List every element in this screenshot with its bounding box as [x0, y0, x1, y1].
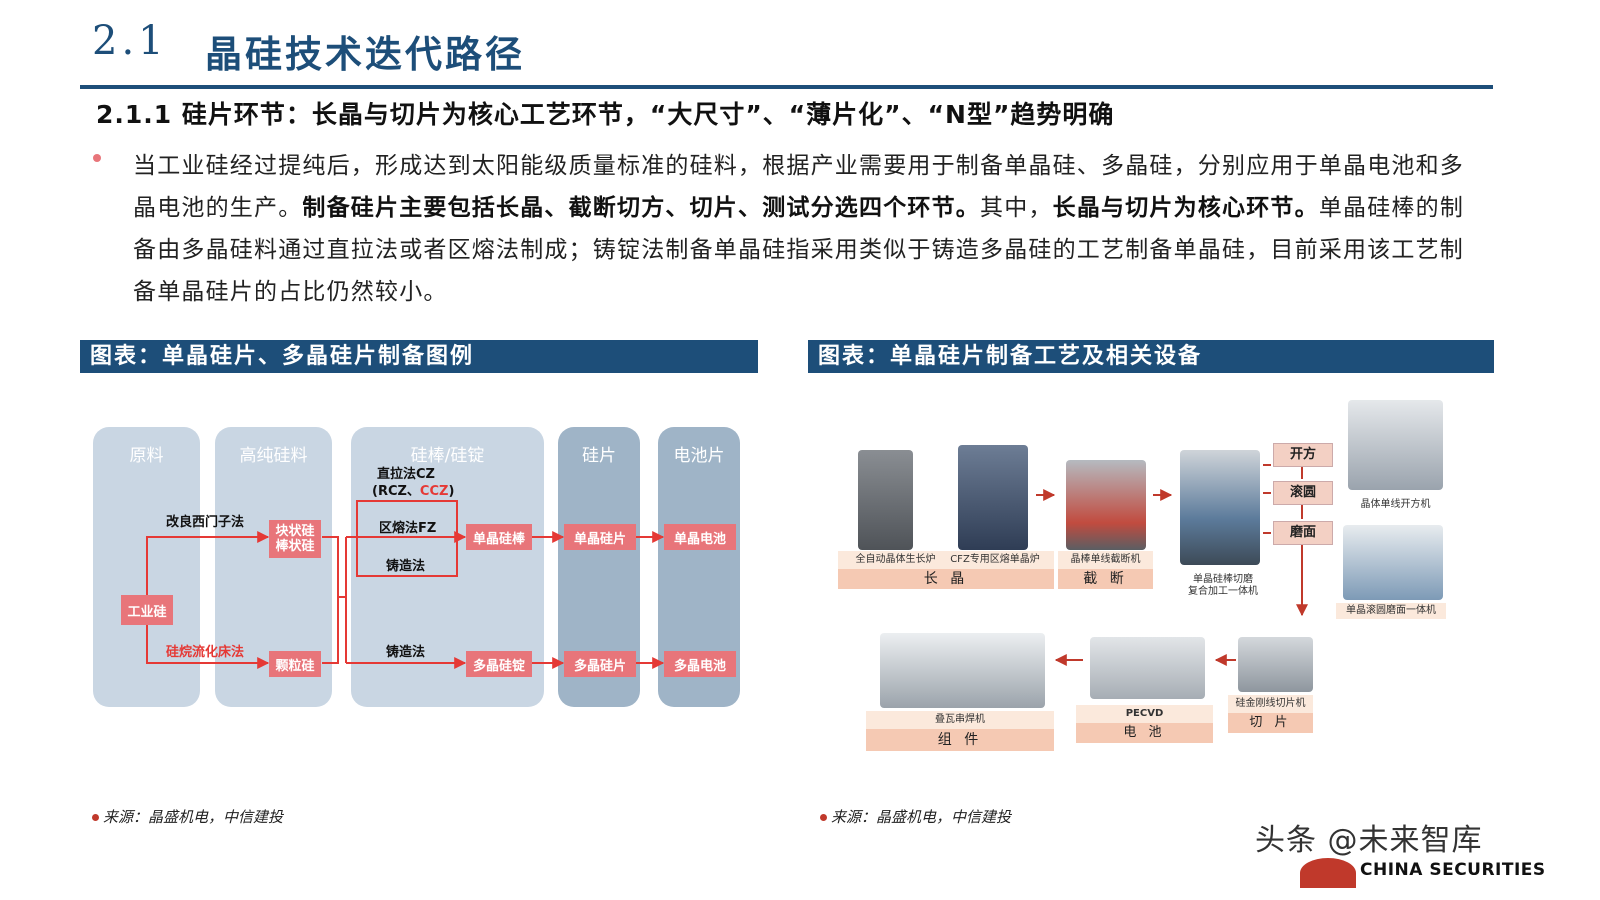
- brand-logo-mark: [1300, 858, 1356, 888]
- figure-left-source-text: 来源：晶盛机电，中信建投: [103, 808, 284, 826]
- machine-stringer: [880, 633, 1045, 708]
- watermark-text: 头条 @未来智库: [1255, 823, 1483, 858]
- machine-cfz-furnace: [958, 445, 1028, 550]
- cap-cfz-furnace: CFZ专用区熔单晶炉: [936, 551, 1054, 569]
- machine-wire-saw: [1238, 637, 1313, 692]
- cap-stringer: 叠瓦串焊机: [866, 711, 1054, 729]
- para-text-1: 当工业硅经过提纯后，形成达到太阳能级质量标准的硅料，根据产业需要用于制备单晶硅、…: [133, 153, 1464, 221]
- figure-right-diagram: 全自动晶体生长炉 CFZ专用区熔单晶炉 长 晶 晶棒单线截断机 截 断 单晶硅棒…: [808, 375, 1494, 775]
- cap-cropping: 晶棒单线截断机: [1058, 551, 1153, 569]
- machine-squaring: [1348, 400, 1443, 490]
- box-chunk-silicon: 块状硅 棒状硅: [269, 520, 321, 558]
- cap-pecvd: PECVD: [1076, 705, 1213, 723]
- step-squaring: 开方: [1273, 443, 1333, 467]
- machine-grind-compound: [1180, 450, 1260, 565]
- label-fz: 区熔法FZ: [379, 521, 437, 536]
- bullet-dot: [93, 154, 101, 162]
- box-industrial-silicon: 工业硅: [121, 595, 173, 625]
- box-poly-wafer: 多晶硅片: [564, 651, 636, 677]
- cap-wire-saw: 硅金刚线切片机: [1228, 695, 1313, 713]
- equipment-arrows: [1036, 464, 1308, 666]
- figure-right-source-text: 来源：晶盛机电，中信建投: [831, 808, 1012, 826]
- label-cast-poly: 铸造法: [386, 645, 426, 660]
- box-poly-cell: 多晶电池: [664, 651, 736, 677]
- source-dot-right: [820, 814, 827, 821]
- section-number: 2.1: [92, 18, 168, 64]
- step-rounding: 滚圆: [1273, 481, 1333, 505]
- stage-grow: 长 晶: [838, 569, 1054, 589]
- para-text-2: 其中，: [980, 195, 1053, 221]
- para-text-3: 单晶硅棒的制备由多晶硅料通过直拉法或者区熔法制成；铸锭法制备单晶硅指采用类似于铸…: [133, 195, 1465, 305]
- header-rule: [80, 85, 1493, 89]
- flow-connectors: [146, 500, 665, 669]
- figure-left-diagram: 原料 高纯硅料 硅棒/硅锭 硅片 电池片: [80, 375, 758, 775]
- para-bold-2: 长晶与切片为核心环节。: [1052, 195, 1319, 221]
- machine-round-grind: [1343, 525, 1443, 600]
- figure-right-source: 来源：晶盛机电，中信建投: [820, 806, 1011, 827]
- brand-name: CHINA SECURITIES: [1360, 860, 1546, 880]
- label-cast-mono: 铸造法: [386, 559, 426, 574]
- label-cz-variants: (RCZ、CCZ): [372, 480, 454, 499]
- cap-crystal-furnace: 全自动晶体生长炉: [838, 551, 953, 569]
- source-dot-left: [92, 814, 99, 821]
- machine-crystal-furnace: [858, 450, 913, 550]
- stage-slice: 切 片: [1228, 713, 1313, 733]
- column-cell-label: 电池片: [673, 446, 725, 466]
- step-grinding: 磨面: [1273, 521, 1333, 545]
- box-poly-ingot: 多晶硅锭: [466, 651, 532, 677]
- machine-cropping: [1066, 460, 1146, 550]
- label-siemens: 改良西门子法: [166, 515, 245, 530]
- figure-right-title: 图表：单晶硅片制备工艺及相关设备: [808, 340, 1494, 373]
- box-mono-cell: 单晶电池: [664, 524, 736, 550]
- cap-round-grind: 单晶滚圆磨面一体机: [1336, 603, 1446, 619]
- figure-left-source: 来源：晶盛机电，中信建投: [92, 806, 283, 827]
- column-wafer-label: 硅片: [582, 446, 616, 466]
- label-cz: 直拉法CZ: [377, 467, 435, 482]
- figure-left-title: 图表：单晶硅片、多晶硅片制备图例: [80, 340, 758, 373]
- column-raw-label: 原料: [129, 446, 164, 466]
- box-mono-wafer: 单晶硅片: [564, 524, 636, 550]
- label-rcz: (RCZ、: [372, 484, 420, 499]
- section-title: 晶硅技术迭代路径: [205, 33, 525, 76]
- stage-module: 组 件: [866, 729, 1054, 751]
- cap-grind-compound: 单晶硅棒切磨 复合加工一体机: [1188, 574, 1258, 597]
- subheading: 2.1.1 硅片环节：长晶与切片为核心工艺环节，“大尺寸”、“薄片化”、“N型”…: [96, 100, 1115, 129]
- box-mono-ingot: 单晶硅棒: [466, 524, 532, 550]
- label-fbr: 硅烷流化床法: [166, 645, 245, 660]
- label-cz-close: ): [448, 484, 455, 499]
- cap-squaring: 晶体单线开方机: [1360, 499, 1431, 510]
- stage-cut: 截 断: [1058, 569, 1153, 589]
- body-paragraph: 当工业硅经过提纯后，形成达到太阳能级质量标准的硅料，根据产业需要用于制备单晶硅、…: [133, 145, 1483, 313]
- column-ingot-label: 硅棒/硅锭: [410, 446, 485, 466]
- para-bold-1: 制备硅片主要包括长晶、截断切方、切片、测试分选四个环节。: [302, 195, 981, 221]
- label-ccz: CCZ: [419, 484, 449, 499]
- stage-cell: 电 池: [1076, 723, 1213, 743]
- box-granular-silicon: 颗粒硅: [269, 651, 321, 677]
- column-pure-si-label: 高纯硅料: [239, 446, 308, 466]
- machine-pecvd: [1090, 637, 1205, 699]
